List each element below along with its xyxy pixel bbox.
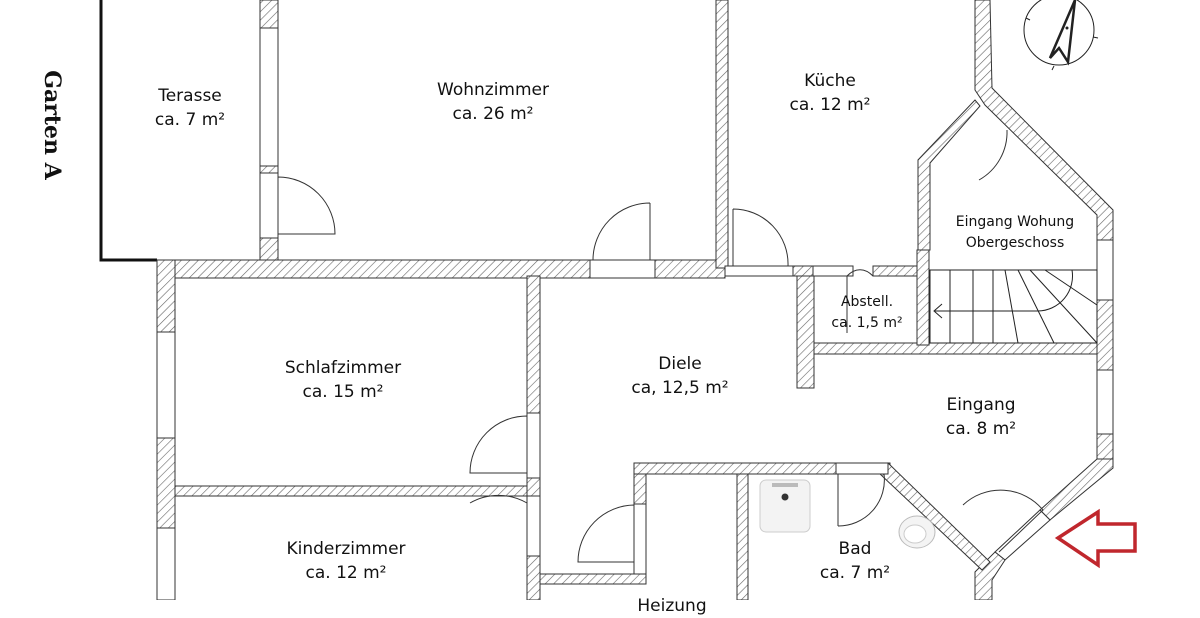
room-name: Eingang Wohung	[955, 214, 1075, 230]
room-name: Terasse	[158, 86, 222, 106]
washbasin-icon	[898, 515, 936, 549]
room-area: ca. 12 m²	[789, 95, 871, 115]
room-area: ca. 7 m²	[819, 563, 891, 583]
room-diele: Diele ca, 12,5 m²	[631, 352, 728, 400]
room-kinderzimmer: Kinderzimmer ca. 12 m²	[286, 537, 405, 585]
room-abstell: Abstell. ca. 1,5 m²	[831, 292, 902, 334]
room-wohnzimmer: Wohnzimmer ca. 26 m²	[437, 78, 549, 126]
room-area: ca. 26 m²	[452, 104, 534, 124]
floor-plan	[99, 0, 1137, 600]
room-name: Heizung	[637, 596, 707, 616]
room-area: ca, 12,5 m²	[631, 378, 729, 398]
room-area: ca. 12 m²	[305, 563, 387, 583]
stairs-icon	[929, 269, 1098, 344]
room-name: Abstell.	[840, 294, 894, 310]
room-area: ca. 8 m²	[945, 419, 1017, 439]
room-name: Eingang	[946, 395, 1016, 415]
doors	[277, 129, 1044, 563]
entrance-arrow-icon	[1054, 508, 1137, 569]
room-area: Obergeschoss	[965, 235, 1065, 251]
shower-tray-icon	[759, 479, 811, 533]
walls	[99, 0, 1114, 600]
room-area: ca. 1,5 m²	[831, 315, 903, 331]
room-terasse: Terasse ca. 7 m²	[155, 84, 225, 132]
room-name: Schlafzimmer	[284, 358, 402, 378]
compass-north-icon	[1023, 0, 1099, 71]
room-name: Diele	[658, 354, 702, 374]
room-name: Bad	[838, 539, 872, 559]
room-name: Küche	[804, 71, 856, 91]
room-heizung: Heizung	[637, 594, 706, 618]
garden-label: Garten A	[39, 70, 65, 180]
room-area: ca. 15 m²	[302, 382, 384, 402]
room-kueche: Küche ca. 12 m²	[790, 69, 871, 117]
room-area: ca. 7 m²	[154, 110, 226, 130]
room-name: Kinderzimmer	[286, 539, 406, 559]
room-schlafzimmer: Schlafzimmer ca. 15 m²	[285, 356, 401, 404]
room-eingang-og: Eingang Wohung Obergeschoss	[956, 212, 1074, 254]
room-bad: Bad ca. 7 m²	[820, 537, 890, 585]
room-eingang: Eingang ca. 8 m²	[946, 393, 1016, 441]
room-name: Wohnzimmer	[437, 80, 549, 100]
